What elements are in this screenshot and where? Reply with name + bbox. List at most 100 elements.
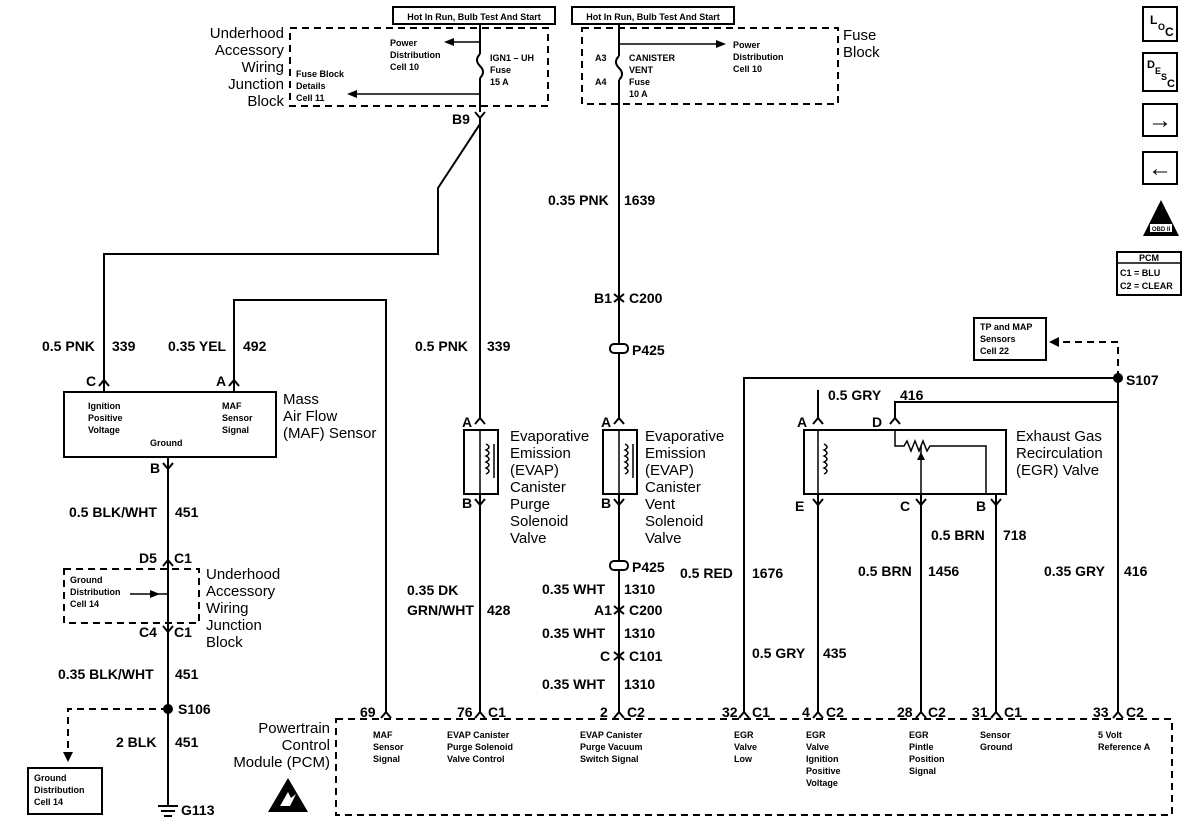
canister-vent-fuse-symbol — [615, 55, 623, 81]
svg-text:C: C — [900, 498, 910, 514]
back-arrow-button[interactable]: ← — [1142, 151, 1178, 185]
evap-purge-label: Evaporative Emission (EVAP) Canister Pur… — [510, 428, 589, 547]
svg-text:S106: S106 — [178, 701, 211, 717]
svg-text:69: 69 — [360, 704, 376, 720]
svg-text:Purge Solenoid: Purge Solenoid — [447, 742, 513, 752]
ground-distribution-box — [27, 767, 103, 815]
svg-text:(EVAP): (EVAP) — [510, 462, 559, 479]
p425-splice-1 — [609, 343, 629, 354]
svg-text:MAF: MAF — [222, 401, 242, 411]
svg-text:Vent: Vent — [645, 496, 676, 513]
svg-text:C200: C200 — [629, 290, 663, 306]
svg-text:C1: C1 — [174, 550, 192, 566]
forward-arrow-button[interactable]: → — [1142, 103, 1178, 137]
svg-text:Module (PCM): Module (PCM) — [233, 754, 330, 771]
svg-text:C101: C101 — [629, 648, 663, 664]
maf-ground: Ground — [150, 438, 183, 448]
pcm-pin-egr-low: EGR Valve Low — [734, 730, 757, 764]
svg-text:Distribution: Distribution — [70, 587, 121, 597]
svg-text:Wiring: Wiring — [206, 600, 249, 617]
svg-text:Signal: Signal — [373, 754, 400, 764]
svg-text:Sensor: Sensor — [373, 742, 404, 752]
svg-text:Fuse: Fuse — [843, 27, 876, 44]
svg-text:Powertrain: Powertrain — [258, 720, 330, 737]
svg-text:C: C — [600, 648, 610, 664]
svg-text:Wiring: Wiring — [241, 59, 284, 76]
svg-text:428: 428 — [487, 602, 511, 618]
svg-text:0.35 WHT: 0.35 WHT — [542, 581, 605, 597]
pin-a3: A3 — [595, 53, 607, 63]
svg-text:5 Volt: 5 Volt — [1098, 730, 1122, 740]
svg-text:Distribution: Distribution — [733, 52, 784, 62]
pcm-pin-egr-ignition: EGR Valve Ignition Positive Voltage — [806, 730, 841, 788]
svg-text:B1: B1 — [594, 290, 612, 306]
svg-text:EGR: EGR — [806, 730, 826, 740]
svg-text:C1: C1 — [752, 704, 770, 720]
svg-text:1639: 1639 — [624, 192, 655, 208]
svg-text:Signal: Signal — [222, 425, 249, 435]
svg-text:C: C — [1167, 78, 1175, 90]
egr-valve — [803, 429, 1007, 495]
svg-text:C2 = CLEAR: C2 = CLEAR — [1120, 281, 1173, 291]
svg-text:C: C — [86, 373, 96, 389]
obd-ii-button[interactable]: OBD II — [1143, 200, 1179, 236]
hot-label-1: Hot In Run, Bulb Test And Start — [407, 12, 541, 22]
svg-text:Exhaust Gas: Exhaust Gas — [1016, 428, 1102, 445]
svg-text:Emission: Emission — [510, 445, 571, 462]
svg-text:Solenoid: Solenoid — [645, 513, 703, 530]
svg-text:Fuse: Fuse — [490, 65, 511, 75]
svg-text:0.35 BLK/WHT: 0.35 BLK/WHT — [58, 666, 154, 682]
svg-text:1456: 1456 — [928, 563, 959, 579]
svg-text:Switch Signal: Switch Signal — [580, 754, 639, 764]
svg-text:C2: C2 — [1126, 704, 1144, 720]
svg-text:TP and MAP: TP and MAP — [980, 322, 1032, 332]
svg-text:Cell 10: Cell 10 — [733, 64, 762, 74]
evap-vent-label: Evaporative Emission (EVAP) Canister Ven… — [645, 428, 724, 547]
description-button[interactable]: D E S C — [1142, 52, 1178, 92]
svg-text:Ground: Ground — [34, 773, 67, 783]
maf-sensor — [63, 391, 277, 458]
fuse-block-details-ref: Fuse Block Details Cell 11 — [296, 69, 345, 103]
svg-text:Accessory: Accessory — [206, 583, 276, 600]
power-distribution-ref-1: Power Distribution Cell 10 — [390, 38, 441, 72]
hot-label-box-1 — [392, 6, 556, 25]
pin-b9: B9 — [452, 111, 470, 127]
svg-text:Ground: Ground — [70, 575, 103, 585]
svg-text:Reference A: Reference A — [1098, 742, 1151, 752]
pcm-pin-evap-vacuum-switch: EVAP Canister Purge Vacuum Switch Signal — [580, 730, 643, 764]
svg-text:B: B — [150, 460, 160, 476]
svg-text:Recirculation: Recirculation — [1016, 445, 1103, 462]
svg-text:C200: C200 — [629, 602, 663, 618]
svg-text:Valve Control: Valve Control — [447, 754, 505, 764]
svg-text:S: S — [1161, 72, 1167, 82]
pcm-module — [335, 718, 1173, 816]
svg-text:C1: C1 — [174, 624, 192, 640]
svg-text:Accessory: Accessory — [215, 42, 285, 59]
svg-text:Ground: Ground — [980, 742, 1013, 752]
svg-text:Voltage: Voltage — [88, 425, 120, 435]
canister-vent-fuse-label: CANISTER VENT Fuse 10 A — [629, 53, 676, 99]
svg-text:Mass: Mass — [283, 391, 319, 408]
location-button[interactable]: L O C — [1142, 6, 1178, 42]
svg-text:EVAP Canister: EVAP Canister — [580, 730, 643, 740]
svg-text:1676: 1676 — [752, 565, 783, 581]
svg-text:Valve: Valve — [734, 742, 757, 752]
svg-text:451: 451 — [175, 734, 199, 750]
svg-text:Ignition: Ignition — [88, 401, 121, 411]
svg-text:P425: P425 — [632, 559, 665, 575]
svg-text:Valve: Valve — [645, 530, 681, 547]
pin-a4: A4 — [595, 77, 607, 87]
power-distribution-ref-2: Power Distribution Cell 10 — [733, 40, 784, 74]
svg-text:B: B — [601, 495, 611, 511]
svg-text:Block: Block — [843, 44, 880, 61]
pcm-pin-maf-signal: MAF Sensor Signal — [373, 730, 404, 764]
svg-text:0.35 PNK: 0.35 PNK — [548, 192, 609, 208]
pcm-pin-egr-pintle: EGR Pintle Position Signal — [909, 730, 945, 776]
svg-text:0.5 BLK/WHT: 0.5 BLK/WHT — [69, 504, 157, 520]
svg-text:Control: Control — [282, 737, 330, 754]
svg-text:Air Flow: Air Flow — [283, 408, 337, 425]
svg-text:Valve: Valve — [510, 530, 546, 547]
svg-text:0.5 GRY: 0.5 GRY — [828, 387, 882, 403]
svg-text:A: A — [216, 373, 226, 389]
svg-text:Evaporative: Evaporative — [645, 428, 724, 445]
